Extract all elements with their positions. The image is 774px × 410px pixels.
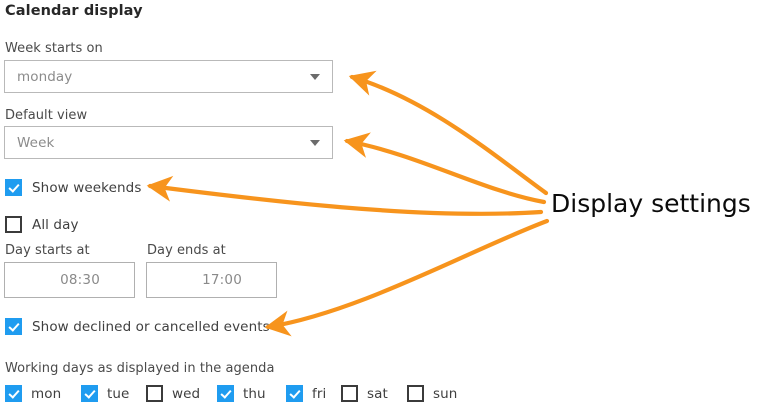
- working-day-thu-label: thu: [243, 385, 266, 402]
- day-ends-at-input[interactable]: 17:00: [146, 262, 277, 298]
- arrow-to-show-declined: [264, 218, 550, 337]
- page-title: Calendar display: [5, 3, 143, 19]
- checkbox-unchecked-icon[interactable]: [5, 216, 22, 233]
- working-day-sun-label: sun: [433, 385, 458, 402]
- checkbox-checked-icon[interactable]: [217, 385, 234, 402]
- all-day-checkbox[interactable]: All day: [5, 216, 79, 233]
- show-declined-label: Show declined or cancelled events: [32, 318, 270, 335]
- arrow-to-default-view: [343, 132, 547, 205]
- arrow-to-week-starts-on: [348, 70, 549, 196]
- day-starts-at-value: 08:30: [60, 272, 100, 288]
- default-view-label: Default view: [5, 108, 88, 123]
- working-days-label: Working days as displayed in the agenda: [5, 361, 275, 376]
- checkbox-checked-icon[interactable]: [81, 385, 98, 402]
- all-day-label: All day: [32, 216, 79, 233]
- show-declined-checkbox[interactable]: Show declined or cancelled events: [5, 318, 270, 335]
- checkbox-unchecked-icon[interactable]: [146, 385, 163, 402]
- show-weekends-checkbox[interactable]: Show weekends: [5, 179, 141, 196]
- checkbox-unchecked-icon[interactable]: [407, 385, 424, 402]
- checkbox-unchecked-icon[interactable]: [341, 385, 358, 402]
- working-day-mon-label: mon: [31, 385, 62, 402]
- checkbox-checked-icon[interactable]: [5, 385, 22, 402]
- chevron-down-icon: [310, 73, 320, 80]
- day-starts-at-label: Day starts at: [5, 243, 90, 258]
- checkbox-checked-icon[interactable]: [5, 179, 22, 196]
- day-starts-at-input[interactable]: 08:30: [4, 262, 135, 298]
- chevron-down-icon: [310, 139, 320, 146]
- working-day-wed[interactable]: wed: [146, 385, 200, 402]
- checkbox-checked-icon[interactable]: [286, 385, 303, 402]
- working-day-tue[interactable]: tue: [81, 385, 129, 402]
- working-day-sat-label: sat: [367, 385, 388, 402]
- working-day-fri[interactable]: fri: [286, 385, 326, 402]
- show-weekends-label: Show weekends: [32, 179, 142, 196]
- checkbox-checked-icon[interactable]: [5, 318, 22, 335]
- annotation-label: Display settings: [551, 189, 751, 218]
- working-day-wed-label: wed: [172, 385, 201, 402]
- working-day-fri-label: fri: [312, 385, 327, 402]
- week-starts-on-value: monday: [17, 68, 73, 85]
- working-day-thu[interactable]: thu: [217, 385, 266, 402]
- working-day-sun[interactable]: sun: [407, 385, 457, 402]
- default-view-value: Week: [17, 134, 55, 151]
- day-ends-at-label: Day ends at: [147, 243, 226, 258]
- day-ends-at-value: 17:00: [202, 272, 242, 288]
- working-day-sat[interactable]: sat: [341, 385, 388, 402]
- default-view-select[interactable]: Week: [4, 126, 333, 159]
- week-starts-on-select[interactable]: monday: [4, 60, 333, 93]
- arrow-to-show-weekends: [146, 175, 544, 216]
- working-day-mon[interactable]: mon: [5, 385, 61, 402]
- week-starts-on-label: Week starts on: [5, 41, 103, 56]
- working-day-tue-label: tue: [107, 385, 130, 402]
